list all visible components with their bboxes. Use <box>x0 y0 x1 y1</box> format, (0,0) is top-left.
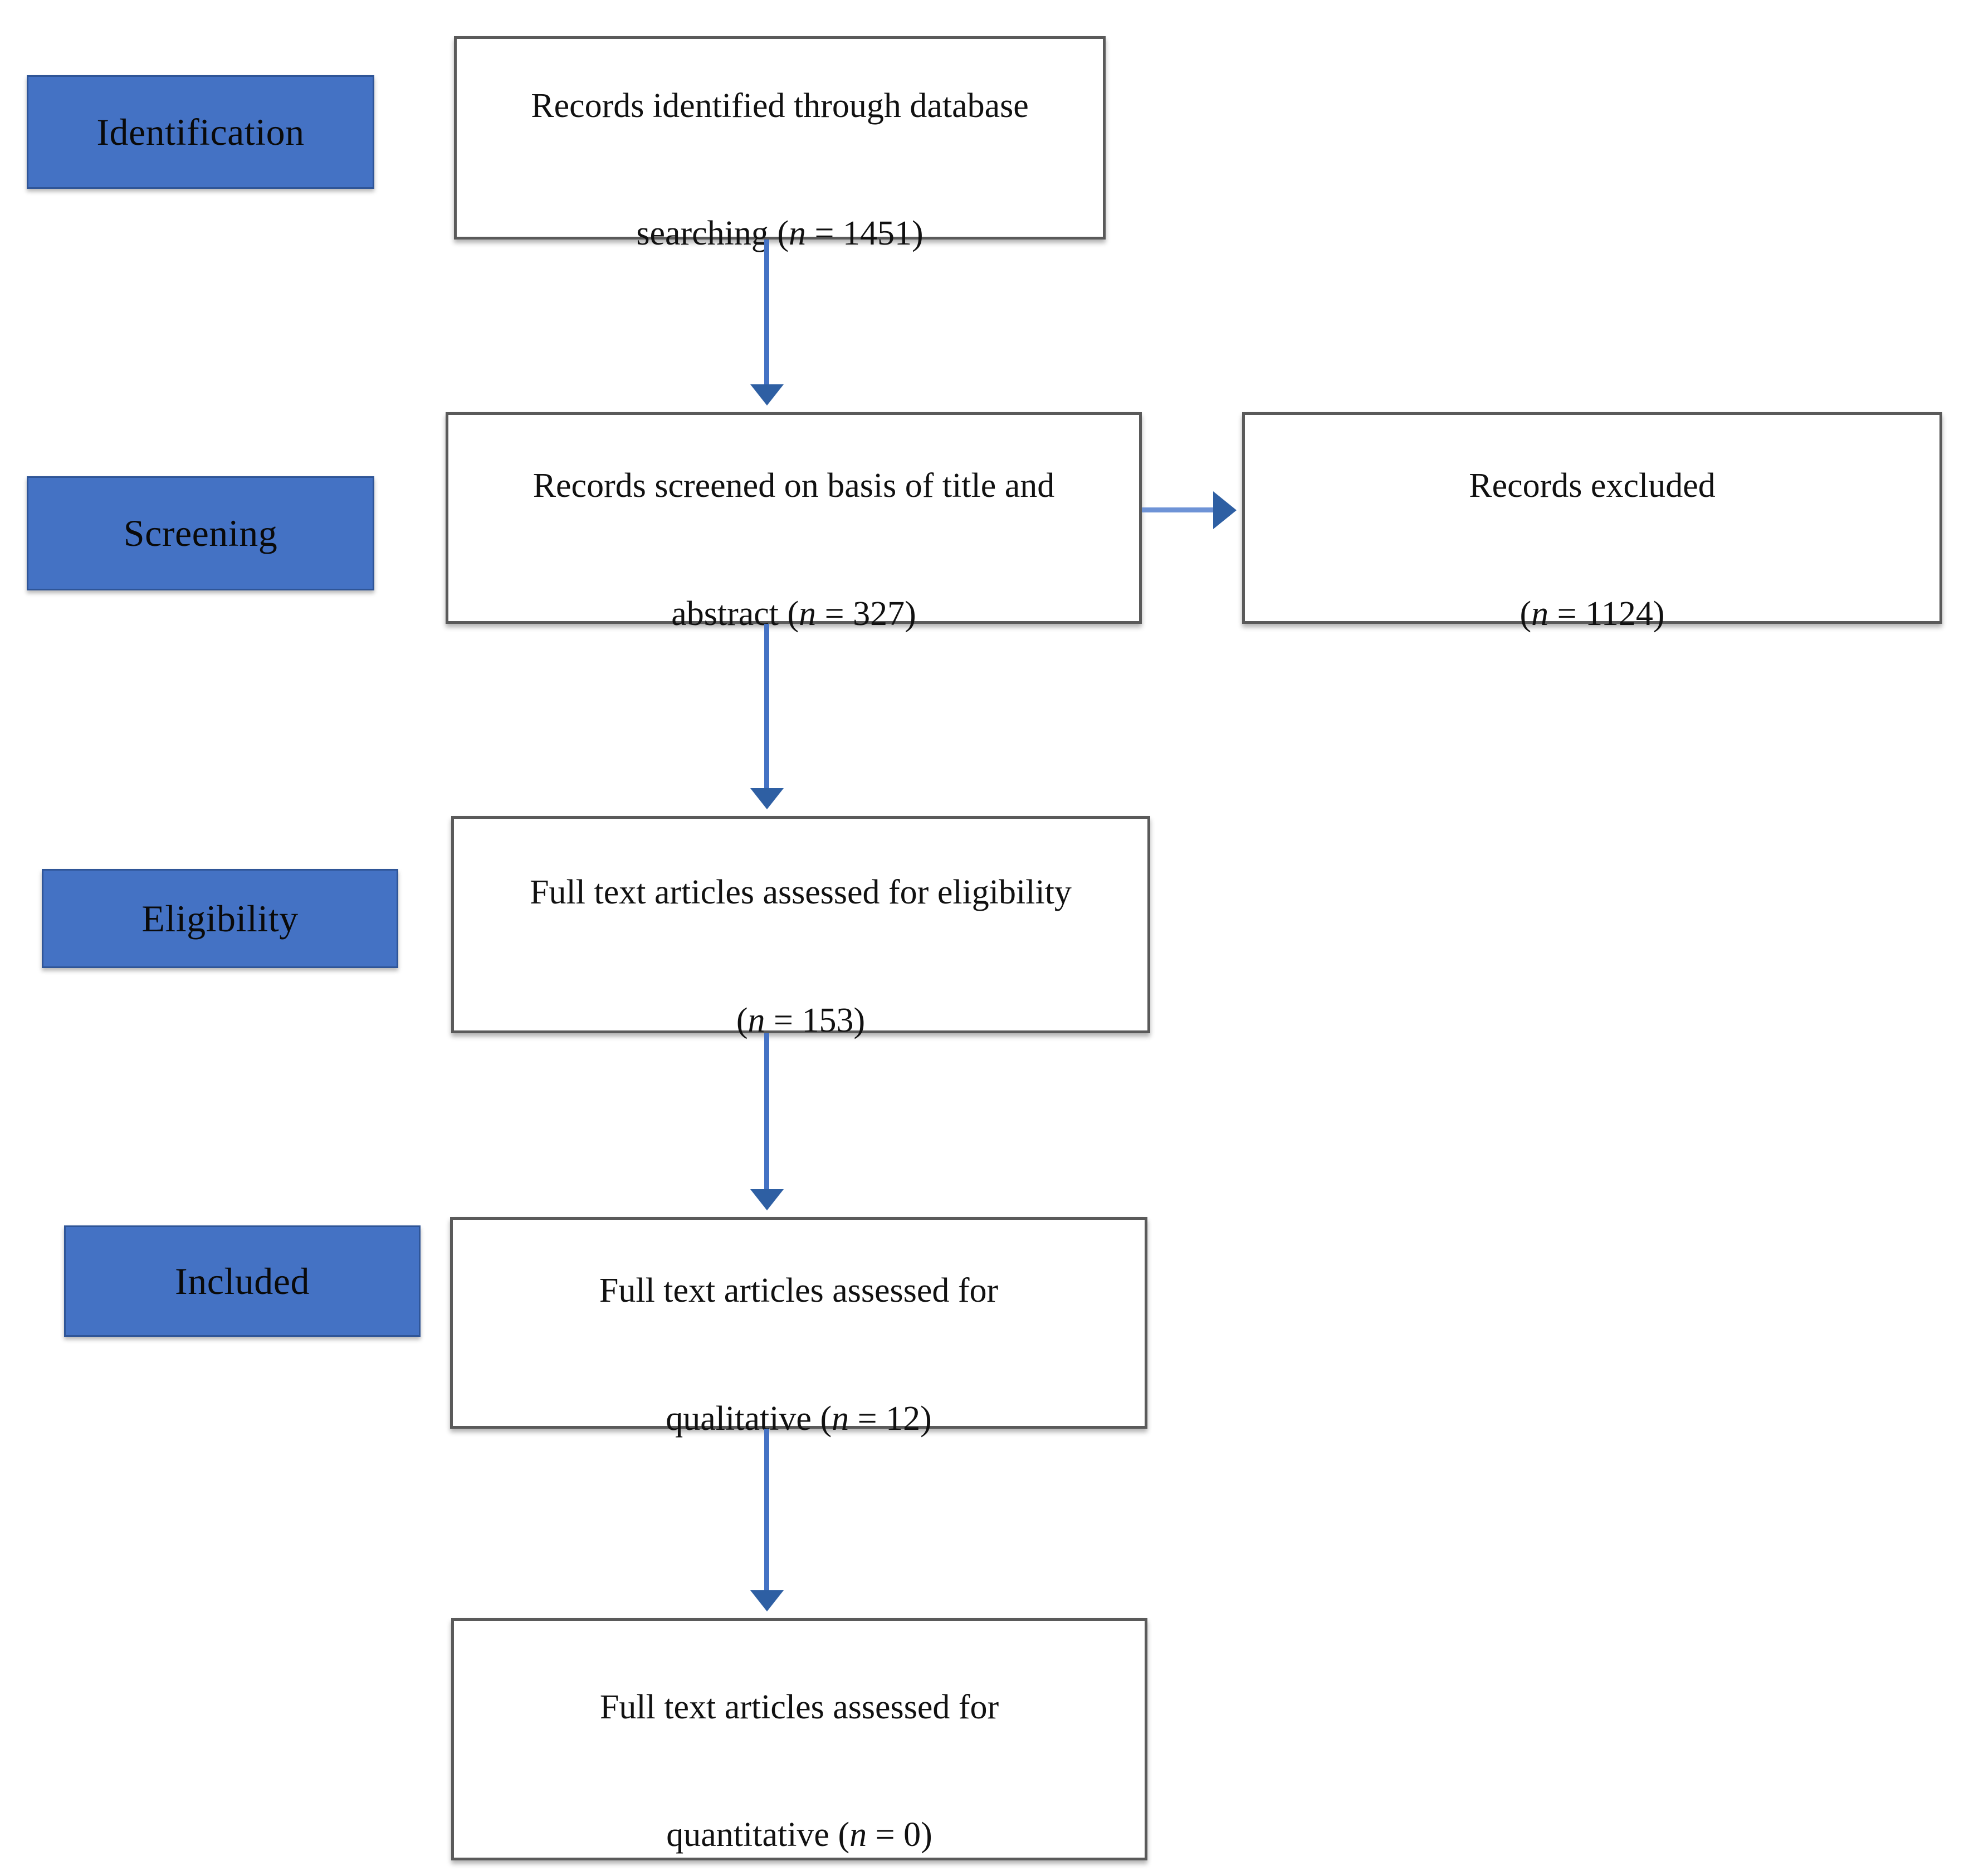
box-fulltext-quantitative-line2-suffix: = 0) <box>867 1816 932 1854</box>
box-fulltext-quantitative-line2-prefix: quantitative ( <box>666 1816 850 1854</box>
box-records-excluded: Records excluded (n = 1124) <box>1242 412 1942 633</box>
box-fulltext-qualitative-line2-suffix: = 12) <box>849 1399 932 1438</box>
box-records-excluded-text: Records excluded (n = 1124) <box>1452 390 1732 646</box>
arrow-down-icon <box>750 384 784 406</box>
box-fulltext-quantitative-text: Full text articles assessed for quantita… <box>583 1611 1015 1867</box>
arrow-down-icon <box>750 1590 784 1611</box>
stage-label-identification-text: Identification <box>96 110 305 153</box>
box-records-identified-n-symbol: n <box>789 214 807 253</box>
box-fulltext-quantitative: Full text articles assessed for quantita… <box>451 1618 1147 1860</box>
connector-identified-to-screened <box>750 240 784 406</box>
box-fulltext-eligibility: Full text articles assessed for eligibil… <box>451 816 1150 1039</box>
box-fulltext-qualitative-n-symbol: n <box>832 1399 849 1438</box>
connector-screened-to-excluded <box>1142 491 1237 529</box>
arrow-right-icon <box>1213 491 1237 529</box>
box-records-screened-line2-prefix: abstract ( <box>671 594 799 633</box>
box-records-screened-line1: Records screened on basis of title and <box>532 467 1055 505</box>
connector-qualitative-to-quantitative <box>750 1429 784 1611</box>
box-records-identified: Records identified through database sear… <box>454 36 1106 252</box>
box-records-identified-line1: Records identified through database <box>531 86 1029 125</box>
box-records-screened-line2-suffix: = 327) <box>816 594 916 633</box>
box-fulltext-qualitative: Full text articles assessed for qualitat… <box>450 1217 1147 1438</box>
box-records-identified-text: Records identified through database sear… <box>514 10 1045 266</box>
box-records-screened: Records screened on basis of title and a… <box>446 412 1142 633</box>
box-fulltext-quantitative-line1: Full text articles assessed for <box>599 1688 999 1726</box>
box-fulltext-qualitative-text: Full text articles assessed for qualitat… <box>583 1195 1015 1451</box>
box-fulltext-eligibility-n-symbol: n <box>747 1001 765 1039</box>
box-records-screened-n-symbol: n <box>799 594 817 633</box>
box-fulltext-eligibility-line1: Full text articles assessed for eligibil… <box>530 873 1072 912</box>
box-records-identified-line2-suffix: = 1451) <box>806 214 924 253</box>
box-records-excluded-line2-prefix: ( <box>1519 594 1532 633</box>
box-records-excluded-n-symbol: n <box>1531 594 1549 633</box>
stage-label-eligibility: Eligibility <box>42 869 398 968</box>
connector-eligibility-to-qualitative <box>750 1033 784 1210</box>
box-fulltext-qualitative-line1: Full text articles assessed for <box>599 1272 999 1310</box>
arrow-down-icon <box>750 788 784 809</box>
box-records-identified-line2-prefix: searching ( <box>636 214 789 253</box>
stage-label-identification: Identification <box>27 75 374 189</box>
stage-label-screening-text: Screening <box>123 512 278 555</box>
arrow-down-icon <box>750 1189 784 1210</box>
connector-screened-to-eligibility <box>750 624 784 809</box>
stage-label-included-text: Included <box>175 1259 310 1302</box>
box-records-screened-text: Records screened on basis of title and a… <box>516 390 1072 646</box>
stage-label-screening: Screening <box>27 476 374 590</box>
box-records-excluded-line1: Records excluded <box>1469 467 1716 505</box>
box-fulltext-eligibility-text: Full text articles assessed for eligibil… <box>513 797 1088 1053</box>
box-records-excluded-line2-suffix: = 1124) <box>1548 594 1665 633</box>
box-fulltext-eligibility-line2-suffix: = 153) <box>765 1001 866 1039</box>
stage-label-included: Included <box>64 1225 421 1337</box>
box-fulltext-qualitative-line2-prefix: qualitative ( <box>666 1399 832 1438</box>
stage-label-eligibility-text: Eligibility <box>141 897 299 940</box>
box-fulltext-quantitative-n-symbol: n <box>849 1816 867 1854</box>
box-fulltext-eligibility-line2-prefix: ( <box>736 1001 748 1039</box>
